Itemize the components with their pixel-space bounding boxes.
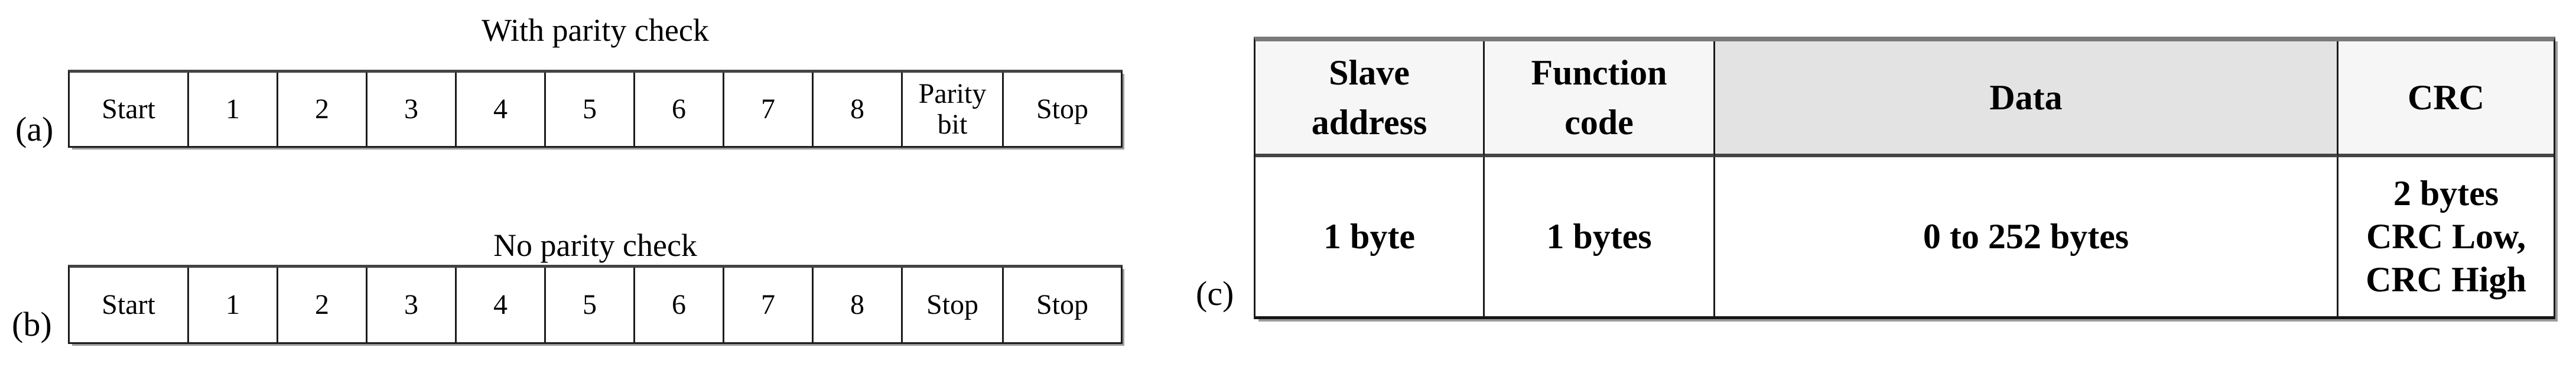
function-code-value: 1 bytes [1485,157,1715,316]
a-cell-start: Start [70,73,189,146]
crc-value: 2 bytes CRC Low, CRC High [2338,157,2554,316]
b-cell-bit8: 8 [814,268,903,342]
a-cell-parity-bit: Parity bit [903,73,1004,146]
frame-structure-table: Slave address Function code Data CRC 1 b… [1254,37,2555,319]
crc-header: CRC [2338,41,2554,157]
data-header: Data [1715,41,2338,157]
slave-address-value: 1 byte [1256,157,1485,316]
a-cell-stop: Stop [1036,93,1089,125]
panel-b-label: (b) [12,305,52,343]
panel-c-label: (c) [1196,274,1234,313]
b-cell-stop2: Stop [1036,289,1089,321]
b-cell-bit7: 7 [724,268,814,342]
panel-a-title: With parity check [482,12,709,48]
a-cell-bit3: 3 [367,73,457,146]
b-cell-stop1: Stop [903,268,1004,342]
data-value: 0 to 252 bytes [1715,157,2338,316]
bit-row-a: Start 1 2 3 4 5 6 7 8 Parity bit Stop [68,70,1123,148]
a-cell-bit5: 5 [546,73,635,146]
bit-row-b: Start 1 2 3 4 5 6 7 8 Stop Stop [68,265,1123,344]
panel-b-title: No parity check [493,228,697,263]
a-cell-bit7: 7 [724,73,814,146]
b-cell-start: Start [70,268,189,342]
b-cell-bit2: 2 [278,268,367,342]
b-cell-bit1: 1 [189,268,278,342]
slave-address-header: Slave address [1256,41,1485,157]
b-cell-bit6: 6 [635,268,724,342]
b-cell-bit5: 5 [546,268,635,342]
b-cell-bit3: 3 [367,268,457,342]
a-cell-bit6: 6 [635,73,724,146]
a-cell-bit4: 4 [457,73,546,146]
b-cell-bit4: 4 [457,268,546,342]
a-cell-bit1: 1 [189,73,278,146]
panel-a-label: (a) [15,110,54,148]
function-code-header: Function code [1485,41,1715,157]
a-cell-bit8: 8 [814,73,903,146]
a-cell-bit2: 2 [278,73,367,146]
